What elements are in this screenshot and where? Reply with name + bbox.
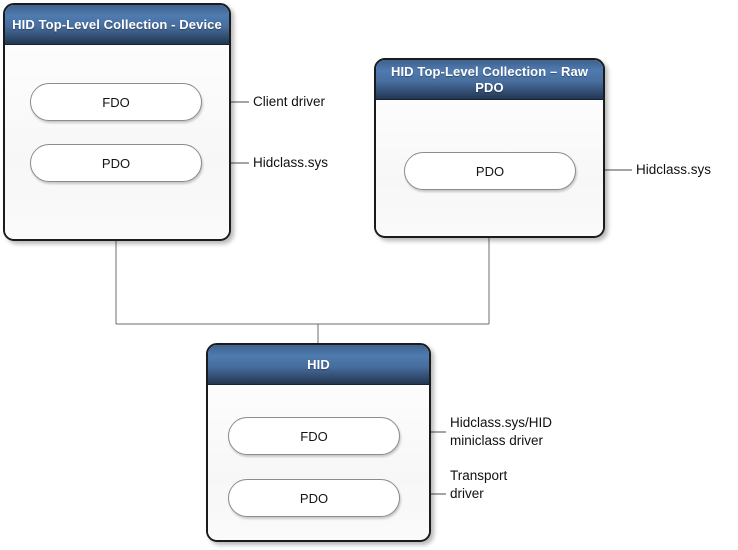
- capsule-device-fdo[interactable]: FDO: [30, 83, 202, 121]
- callout-hidclass-raw: Hidclass.sys: [636, 162, 712, 177]
- node-hid-top-level-collection-device[interactable]: HID Top-Level Collection - Device FDO PD…: [3, 3, 231, 241]
- callout-transport-driver: Transport driver: [450, 468, 508, 501]
- capsule-hid-fdo-label: FDO: [300, 428, 328, 444]
- callout-client-driver: Client driver: [253, 94, 326, 109]
- capsule-device-fdo-label: FDO: [102, 94, 130, 110]
- capsule-hid-pdo[interactable]: PDO: [228, 479, 400, 517]
- node-header-device: HID Top-Level Collection - Device: [5, 5, 229, 45]
- node-body-raw-pdo: PDO: [376, 100, 603, 235]
- capsule-hid-pdo-label: PDO: [299, 490, 329, 506]
- capsule-device-pdo-label: PDO: [101, 155, 131, 171]
- node-header-hid: HID: [208, 345, 429, 385]
- node-hid[interactable]: HID FDO PDO: [206, 343, 431, 542]
- capsule-hid-fdo[interactable]: FDO: [228, 417, 400, 455]
- callout-hidclass-miniclass: Hidclass.sys/HID miniclass driver: [450, 415, 553, 448]
- node-header-raw-pdo: HID Top-Level Collection – Raw PDO: [376, 60, 603, 100]
- node-body-device: FDO PDO: [5, 45, 229, 238]
- capsule-raw-pdo[interactable]: PDO: [404, 152, 576, 190]
- callout-hidclass-device: Hidclass.sys: [253, 155, 329, 170]
- capsule-raw-pdo-label: PDO: [475, 163, 505, 179]
- capsule-device-pdo[interactable]: PDO: [30, 144, 202, 182]
- node-hid-top-level-collection-raw-pdo[interactable]: HID Top-Level Collection – Raw PDO PDO: [374, 58, 605, 238]
- node-body-hid: FDO PDO: [208, 385, 429, 539]
